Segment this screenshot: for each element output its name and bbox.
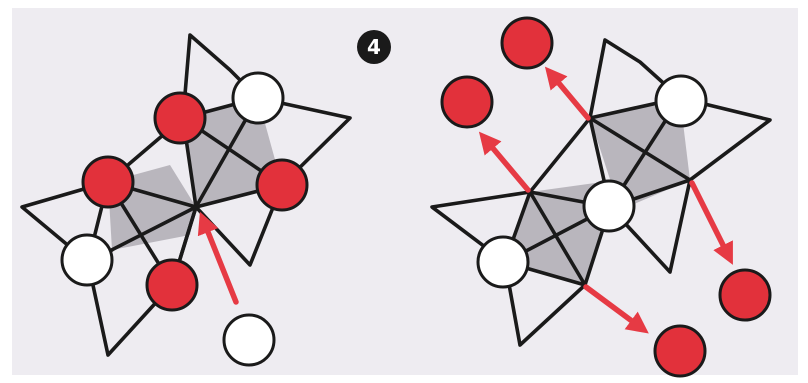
- right-red-atom-left: [440, 75, 494, 129]
- right-white-atom-top-right: [654, 74, 708, 128]
- left-panel: [20, 33, 352, 367]
- step-number: 4: [367, 35, 381, 59]
- left-red-atom-top: [153, 91, 207, 145]
- left-white-atom-top-right: [231, 71, 285, 125]
- right-white-atom-bottom-left: [476, 235, 530, 289]
- right-arrow-top: [544, 66, 591, 121]
- left-red-atom-bottom: [145, 258, 199, 312]
- right-panel: [430, 16, 772, 378]
- right-arrow-left: [478, 131, 531, 193]
- right-white-atom-center: [582, 179, 636, 233]
- right-red-atom-top: [500, 16, 554, 70]
- right-red-atom-bottom: [653, 324, 707, 378]
- diagram-left-edge: [0, 0, 12, 383]
- right-arrow-bottom: [583, 284, 649, 334]
- left-white-atom-bottom-left: [60, 233, 114, 287]
- right-arrow-right: [689, 180, 733, 265]
- left-red-atom-right: [255, 158, 309, 212]
- step-badge-circle: [357, 30, 391, 64]
- left-white-atom-incoming: [222, 313, 276, 367]
- left-arrow-incoming: [197, 211, 239, 305]
- left-red-atom-left: [81, 155, 135, 209]
- right-red-atom-right: [718, 268, 772, 322]
- step-badge: 4: [357, 30, 391, 64]
